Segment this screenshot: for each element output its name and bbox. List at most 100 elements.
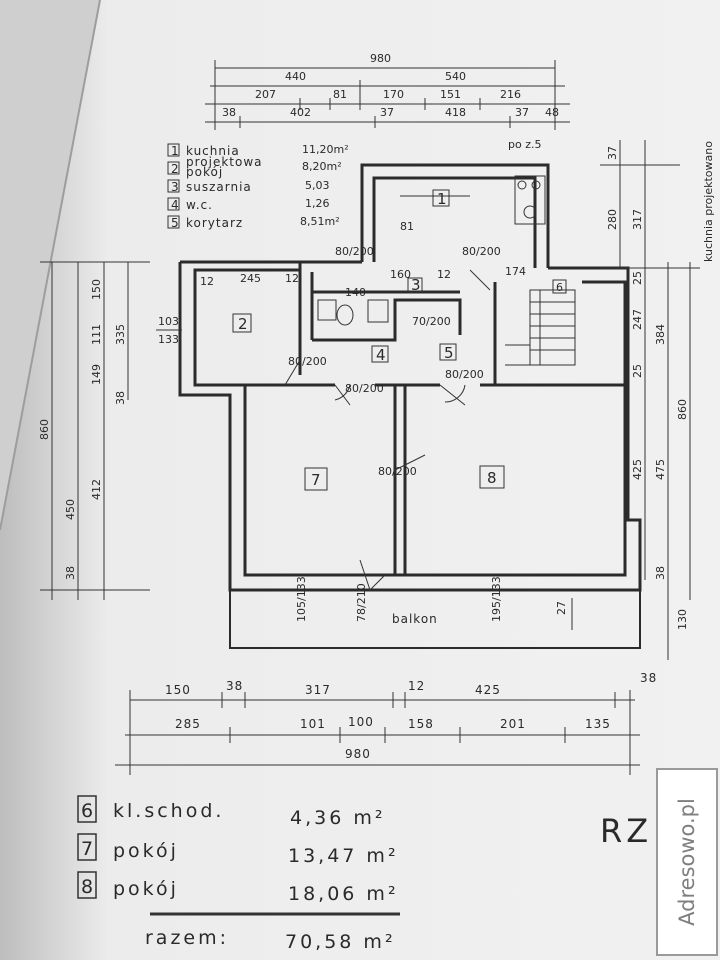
room-6-number: 6 <box>556 281 563 294</box>
bottom-legend: 6 kl.schod. 4,36 m² 7 pokój 13,47 m² 8 p… <box>77 795 400 953</box>
door-label-7: 80/200 <box>335 245 374 258</box>
total-value: 70,58 m² <box>285 931 396 953</box>
inner-dim-3: 140 <box>345 286 366 299</box>
balcony-arrow-label: 27 <box>555 601 568 615</box>
inner-dim-5: 12 <box>437 268 451 281</box>
inner-dim-7: 81 <box>400 220 414 233</box>
room-5-number: 5 <box>444 344 454 362</box>
bottom-dim-total: 980 <box>345 747 371 761</box>
dim-top-total: 980 <box>370 52 391 65</box>
right-dim-4: 25 <box>631 271 644 285</box>
left-dim-2: 450 <box>64 499 77 520</box>
left-dim-7: 111 <box>90 324 103 345</box>
legend-area-7: 13,47 m² <box>288 845 399 867</box>
inner-dim-6: 174 <box>505 265 526 278</box>
floor-code: RZ <box>600 812 652 850</box>
inner-dim-8: 12 <box>200 275 214 288</box>
left-dim-5: 335 <box>114 324 127 345</box>
door-swings <box>284 269 491 591</box>
door-label-2: 80/200 <box>345 382 384 395</box>
left-dim-10: 103 <box>158 315 179 328</box>
left-dim-3: 412 <box>90 479 103 500</box>
inner-dim-2: 12 <box>285 272 299 285</box>
bottom-dim-r2-4: 158 <box>408 717 434 731</box>
legend-label-8: pokój <box>113 878 179 900</box>
bottom-dim-r1-5: 425 <box>475 683 501 697</box>
right-dim-9: 475 <box>654 459 667 480</box>
right-dim-12: 130 <box>676 609 689 630</box>
legend-num-6: 6 <box>81 800 96 822</box>
legend-area-2: 8,20m² <box>302 160 342 173</box>
legend-label-3: suszarnia <box>186 180 252 194</box>
bottom-dim-r1-6: 38 <box>640 671 657 685</box>
legend-label-1: kuchnia <box>186 144 240 158</box>
legend-label-1b: projektowa <box>186 155 263 169</box>
dim-top-r2-3: 170 <box>383 88 404 101</box>
dim-top-r1-2: 540 <box>445 70 466 83</box>
legend-label-7: pokój <box>113 840 179 862</box>
bottom-dim-r1-4: 12 <box>408 679 425 693</box>
dim-top-r3-3: 37 <box>380 106 394 119</box>
legend-label-2: pokój <box>186 165 223 179</box>
bottom-dim-r1-1: 150 <box>165 683 191 697</box>
right-dimension-lines <box>600 140 700 660</box>
left-dim-4: 38 <box>64 566 77 580</box>
right-dim-2: 280 <box>606 209 619 230</box>
right-dim-5: 247 <box>631 309 644 330</box>
room-2-number: 2 <box>238 315 248 333</box>
door-label-1: 80/200 <box>288 355 327 368</box>
legend-area-6: 4,36 m² <box>290 807 385 829</box>
top-legend: 1 kuchnia 11,20m² projektowa 2 pokój 8,2… <box>167 143 349 230</box>
bottom-dim-r2-3: 100 <box>348 715 374 729</box>
left-dim-1: 860 <box>38 419 51 440</box>
legend-area-3: 5,03 <box>305 179 330 192</box>
dim-top-r3-2: 402 <box>290 106 311 119</box>
left-dimension-lines <box>40 261 150 600</box>
window-label-3: 195/133 <box>490 576 503 622</box>
watermark-text: Adresowo.pl <box>675 798 699 926</box>
legend-label-6: kl.schod. <box>113 800 224 822</box>
kitchen-note: kuchnia projektowano <box>702 141 715 262</box>
bottom-dimension-lines <box>115 690 640 775</box>
bottom-dim-r2-2: 101 <box>300 717 326 731</box>
legend-area-4: 1,26 <box>305 197 330 210</box>
dim-top-r1-1: 440 <box>285 70 306 83</box>
legend-label-4: w.c. <box>186 198 213 212</box>
legend-area-5: 8,51m² <box>300 215 340 228</box>
right-dim-8: 425 <box>631 459 644 480</box>
inner-dim-1: 245 <box>240 272 261 285</box>
legend-area-8: 18,06 m² <box>288 883 399 905</box>
room-7-number: 7 <box>311 471 321 489</box>
right-dim-11: 38 <box>654 566 667 580</box>
total-label: razem: <box>145 927 229 949</box>
top-dimension-lines <box>205 60 570 130</box>
left-dim-8: 149 <box>90 364 103 385</box>
door-label-3: 80/200 <box>445 368 484 381</box>
po-note: po z.5 <box>508 138 541 151</box>
dim-top-r3-1: 38 <box>222 106 236 119</box>
room-1-number: 1 <box>437 190 447 208</box>
legend-num-8: 8 <box>81 876 96 898</box>
room-4-number: 4 <box>376 346 386 364</box>
dim-top-r3-5: 37 <box>515 106 529 119</box>
legend-num-1: 1 <box>171 144 180 158</box>
dim-top-r2-2: 81 <box>333 88 347 101</box>
door-label-4: 70/200 <box>412 315 451 328</box>
legend-area-1: 11,20m² <box>302 143 349 156</box>
right-dim-7: 25 <box>631 364 644 378</box>
legend-label-5: korytarz <box>186 216 243 230</box>
bottom-dim-r2-6: 135 <box>585 717 611 731</box>
legend-num-3: 3 <box>171 180 180 194</box>
right-dim-6: 384 <box>654 324 667 345</box>
right-dim-1: 37 <box>606 146 619 160</box>
bottom-dim-r2-1: 285 <box>175 717 201 731</box>
balcony-outline <box>229 589 641 649</box>
window-label-2: 78/210 <box>355 583 368 622</box>
door-label-6: 80/200 <box>378 465 417 478</box>
right-dim-10: 860 <box>676 399 689 420</box>
bottom-dim-r1-2: 38 <box>226 679 243 693</box>
room-number-boxes: 1 2 3 4 5 6 7 8 <box>232 189 567 491</box>
dim-top-r2-4: 151 <box>440 88 461 101</box>
